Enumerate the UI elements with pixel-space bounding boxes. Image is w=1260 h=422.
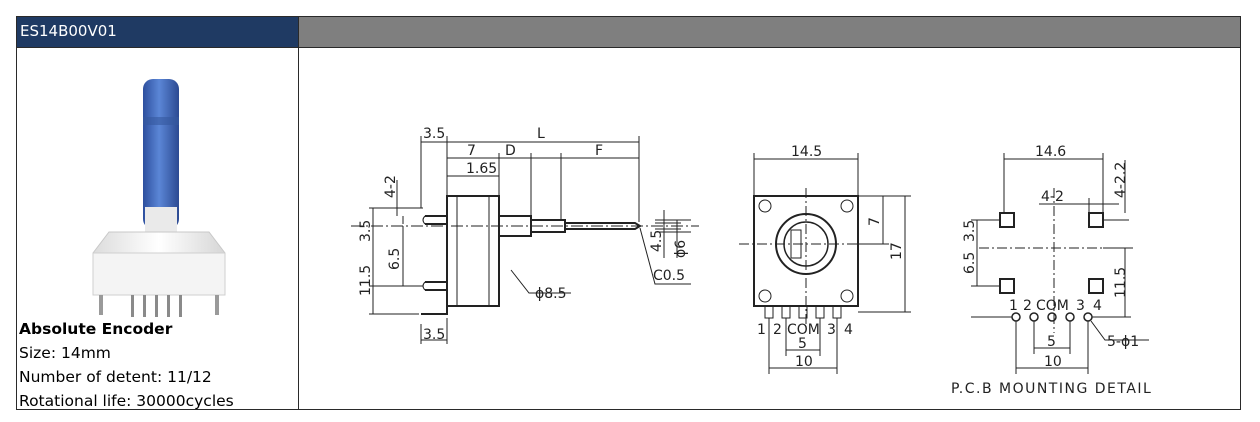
dim-4-2: 4-2 [383,175,399,198]
spec-table: ES14B00V01 Absolute Encoder Size: 14mm N… [16,16,1241,410]
dim-5-pcb: 5 [1047,334,1056,350]
dim-14-5: 14.5 [791,144,822,160]
dim-F: F [595,143,603,159]
pcb-pin-1: 1 [1009,298,1018,314]
header-divider [17,47,1240,48]
front-view: 14.5 7 17 1 2 COM 3 4 5 10 [739,144,911,374]
product-title: Absolute Encoder [19,320,173,338]
dim-5-phi1: 5-ϕ1 [1107,334,1139,350]
dim-6-5-pcb: 6.5 [962,252,978,274]
column-divider [298,47,299,409]
dim-4-5: 4.5 [649,230,665,252]
dim-7: 7 [467,143,476,159]
dim-4-2-pcb: 4-2 [1041,189,1064,205]
dim-3-5-pcb: 3.5 [962,220,978,242]
dim-1-65: 1.65 [466,161,497,177]
dim-3-5-top: 3.5 [423,126,445,142]
model-header: ES14B00V01 [17,17,299,47]
dim-5-front: 5 [798,336,807,352]
pcb-pin-2: 2 [1023,298,1032,314]
dim-17: 17 [889,242,905,260]
dim-4-2-2: 4-2.2 [1113,162,1129,198]
encoder-photo [92,79,226,317]
dim-14-6: 14.6 [1035,144,1066,160]
dimension-drawing: 3.5 L 7 D F 1.65 4-2 3.5 6.5 11.5 [351,126,1152,397]
spec-size: Size: 14mm [19,344,111,362]
pin-com: COM [787,322,820,338]
pcb-caption: P.C.B MOUNTING DETAIL [951,381,1152,397]
dim-7-front: 7 [867,217,883,226]
pcb-pin-com: COM [1036,298,1069,314]
pcb-view: 14.6 4-2 4-2.2 3.5 6.5 11.5 1 2 COM 3 4 [951,144,1152,397]
spec-detent: Number of detent: 11/12 [19,368,212,386]
pcb-pin-4: 4 [1093,298,1102,314]
model-name: ES14B00V01 [20,22,117,40]
dim-3-5-left: 3.5 [358,220,374,242]
dim-10-front: 10 [795,354,813,370]
product-info: Absolute Encoder Size: 14mm Number of de… [19,317,297,413]
pin-1: 1 [757,322,766,338]
dim-phi8-5: ϕ8.5 [535,286,567,302]
pcb-pin-3: 3 [1076,298,1085,314]
dim-10-pcb: 10 [1044,354,1062,370]
dim-L: L [537,126,545,142]
header-bar [299,17,1240,47]
dim-11-5-pcb: 11.5 [1113,267,1129,298]
dim-C0-5: C0.5 [653,268,685,284]
dim-11-5: 11.5 [358,265,374,296]
dim-phi6: ϕ6 [673,240,689,258]
dim-D: D [505,143,516,159]
pin-4: 4 [844,322,853,338]
dim-3-5-bottom: 3.5 [423,327,445,343]
side-view: 3.5 L 7 D F 1.65 4-2 3.5 6.5 11.5 [351,126,699,344]
dim-6-5: 6.5 [387,248,403,270]
pin-3: 3 [827,322,836,338]
knob-shaft [143,79,179,229]
spec-life: Rotational life: 30000cycles [19,392,234,410]
pin-2: 2 [773,322,782,338]
